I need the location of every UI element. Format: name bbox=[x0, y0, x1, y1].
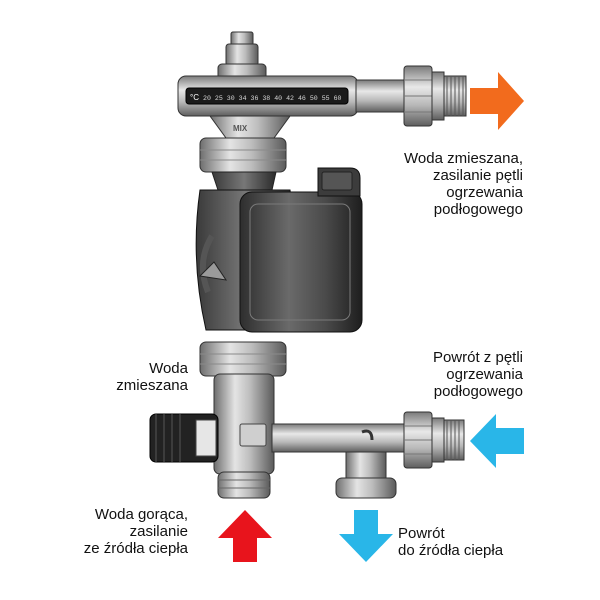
label-loop-return: Powrót z pętli ogrzewania podłogowego bbox=[432, 349, 523, 400]
circulation-pump bbox=[195, 167, 363, 333]
outflow-arrow-cyan-down bbox=[339, 510, 393, 562]
top-outlet-union bbox=[355, 65, 467, 127]
label-mixed-water: Woda zmieszana bbox=[116, 360, 188, 394]
lower-valve-body bbox=[149, 373, 465, 499]
lower-nut bbox=[199, 341, 287, 377]
label-mixed-supply: Woda zmieszana, zasilanie pętli ogrzewan… bbox=[404, 150, 523, 218]
inflow-arrow-red-up bbox=[218, 510, 272, 562]
valve-marking: MIX bbox=[233, 124, 248, 133]
thermometer-scale: 20 25 30 34 36 38 40 42 46 50 55 60 bbox=[203, 95, 342, 102]
top-valve-body bbox=[177, 31, 359, 139]
label-source-return: Powrót do źródła ciepła bbox=[398, 525, 504, 559]
upper-nut bbox=[199, 137, 287, 173]
label-hot-supply: Woda gorąca, zasilanie ze źródła ciepła bbox=[83, 506, 188, 557]
inflow-arrow-cyan-right bbox=[470, 414, 524, 468]
outflow-arrow-orange bbox=[470, 72, 524, 130]
thermometer-unit: °C bbox=[190, 93, 199, 102]
